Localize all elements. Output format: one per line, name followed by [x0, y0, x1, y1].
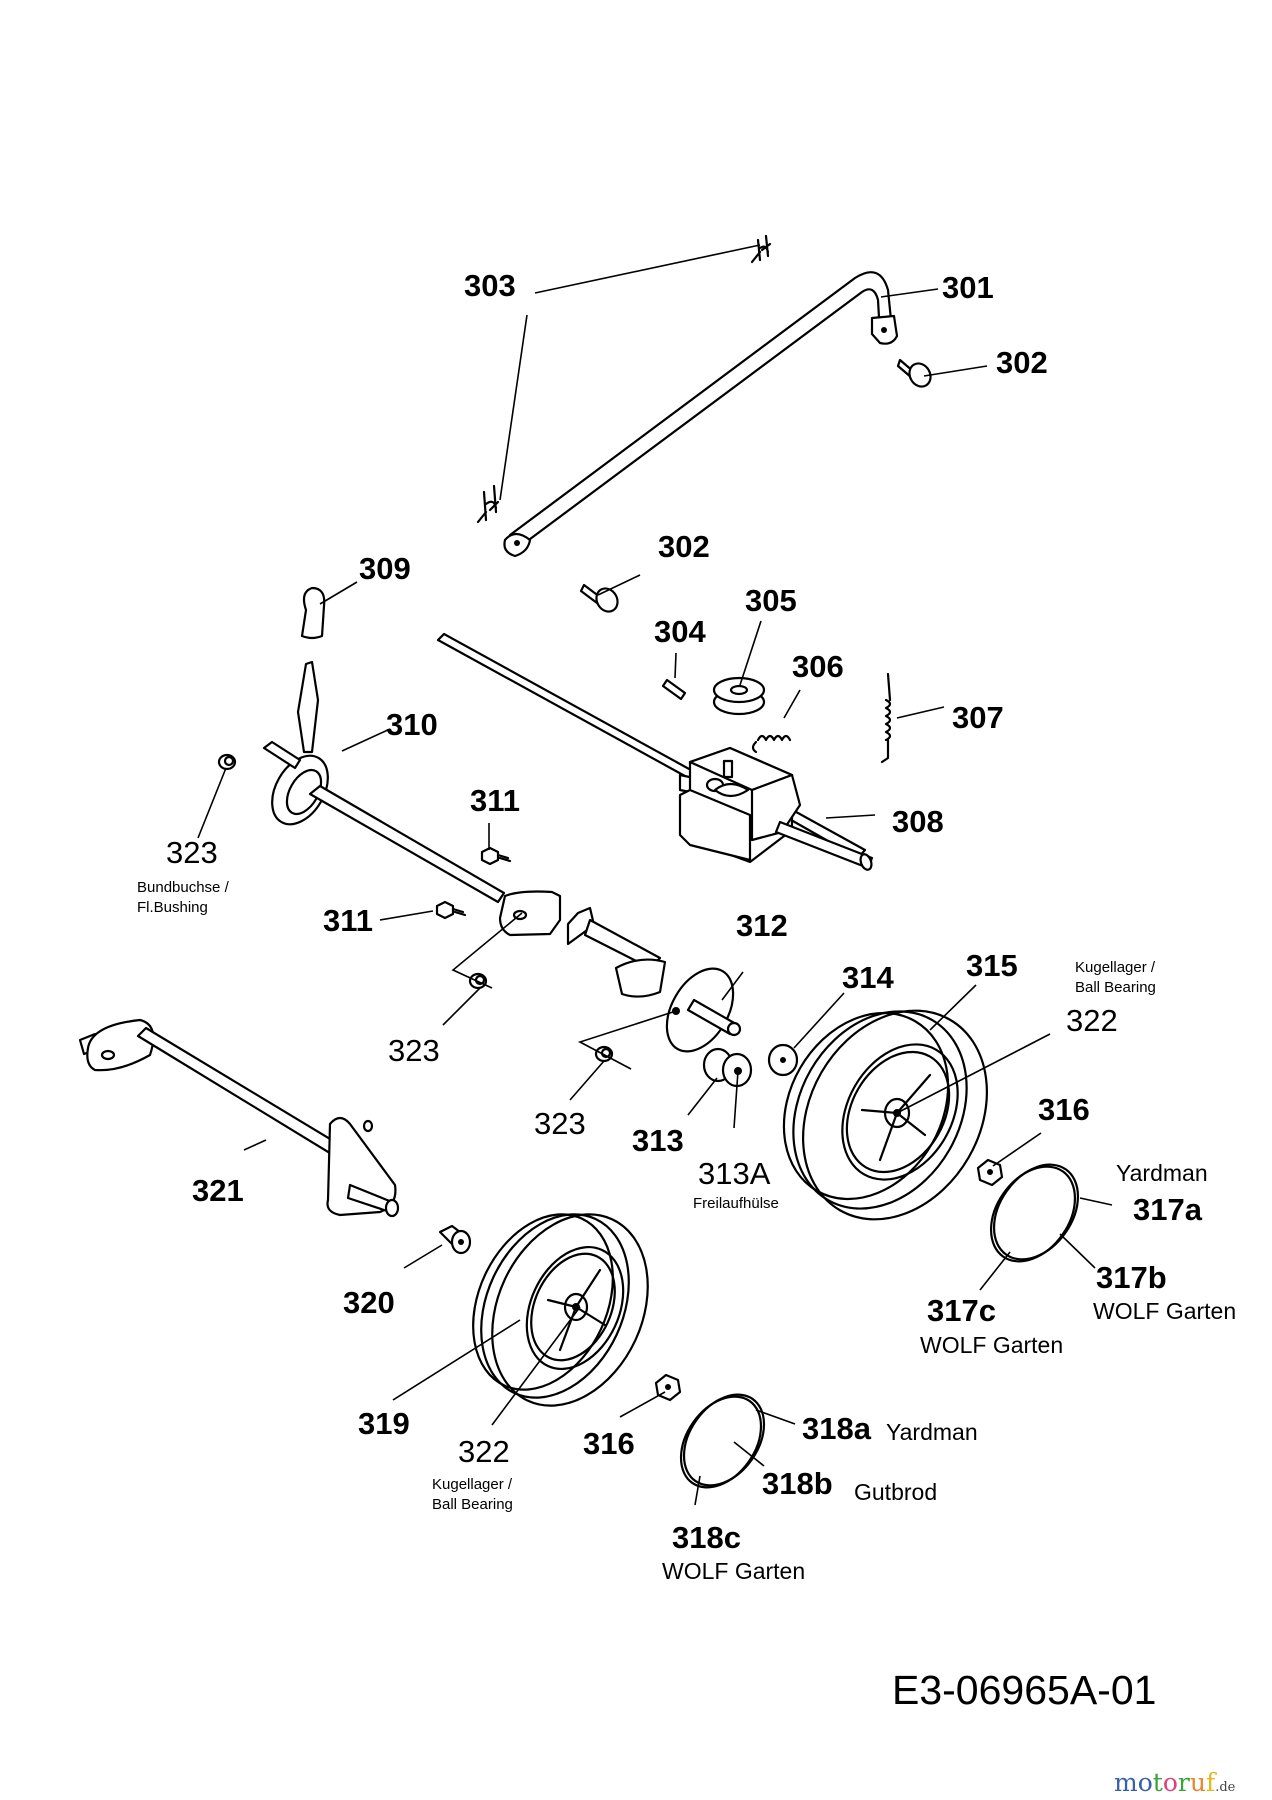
label-319: 319 — [358, 1406, 410, 1441]
label-308: 308 — [892, 804, 944, 839]
label-316-left: 316 — [583, 1426, 635, 1461]
part-320-spacer — [438, 1224, 472, 1255]
part-316-nut-left — [654, 1373, 682, 1402]
brand-318c: WOLF Garten — [662, 1558, 806, 1584]
watermark-tld: .de — [1215, 1780, 1236, 1795]
label-307: 307 — [952, 700, 1004, 735]
label-323-c: 323 — [534, 1106, 586, 1141]
brand-317c: WOLF Garten — [920, 1332, 1064, 1358]
part-316-nut-right — [976, 1158, 1004, 1187]
label-303: 303 — [464, 268, 516, 303]
watermark-letter: m — [1114, 1768, 1138, 1797]
part-319-wheel — [472, 1213, 649, 1407]
part-311-bolt-upper — [480, 846, 512, 866]
label-309: 309 — [359, 551, 411, 586]
part-305-pulley — [712, 676, 766, 716]
label-311-lower: 311 — [323, 903, 374, 938]
label-302-top: 302 — [996, 345, 1048, 380]
part-303-clip-bottom — [476, 484, 500, 524]
label-305: 305 — [745, 583, 797, 618]
note-322-top-line1: Kugellager / — [1075, 959, 1156, 976]
label-323-b: 323 — [388, 1033, 440, 1068]
part-317-hubcap — [989, 1163, 1080, 1263]
part-314-washer — [767, 1043, 799, 1077]
part-303-clip-top — [750, 234, 772, 264]
label-323-a: 323 — [166, 835, 218, 870]
note-323-line1: Bundbuchse / — [137, 879, 229, 896]
label-301: 301 — [942, 270, 994, 305]
label-317a: 317a — [1133, 1192, 1202, 1227]
label-315: 315 — [966, 948, 1018, 983]
part-310-lever-disc — [262, 660, 506, 904]
note-313A: Freilaufhülse — [693, 1195, 779, 1212]
part-304-pin — [661, 678, 687, 701]
brand-318a: Yardman — [886, 1419, 978, 1445]
part-311-bolt-lower — [435, 900, 467, 920]
brand-317a: Yardman — [1116, 1160, 1208, 1186]
brand-317b: WOLF Garten — [1093, 1298, 1237, 1324]
label-304: 304 — [654, 614, 706, 649]
watermark-logo: motoruf.de — [1114, 1768, 1235, 1797]
label-310: 310 — [386, 707, 438, 742]
label-316-right: 316 — [1038, 1092, 1090, 1127]
leader-lines — [197, 244, 1113, 1506]
part-301-lever-bar — [503, 271, 899, 558]
label-302-mid: 302 — [658, 529, 710, 564]
part-308-gearbox — [436, 632, 874, 871]
watermark-letter: r — [1177, 1768, 1190, 1797]
label-320: 320 — [343, 1285, 395, 1320]
watermark-letter: f — [1205, 1768, 1216, 1797]
label-318c: 318c — [672, 1520, 741, 1555]
part-315-wheel — [782, 1009, 988, 1221]
note-322-bottom-line1: Kugellager / — [432, 1476, 513, 1493]
note-322-bottom-line2: Ball Bearing — [432, 1496, 513, 1513]
part-306-spring — [751, 734, 792, 754]
label-322-top: 322 — [1066, 1003, 1118, 1038]
label-318b: 318b — [762, 1466, 833, 1501]
part-309-knob — [300, 586, 326, 640]
part-323-bushing-a — [217, 753, 237, 771]
label-313: 313 — [632, 1123, 684, 1158]
drawing-code: E3-06965A-01 — [892, 1667, 1157, 1713]
watermark-letter: u — [1189, 1768, 1206, 1797]
watermark-letter: o — [1162, 1768, 1178, 1797]
label-322-bottom: 322 — [458, 1434, 510, 1469]
label-314: 314 — [842, 960, 894, 995]
part-313-gear — [702, 1047, 753, 1088]
label-317c: 317c — [927, 1293, 996, 1328]
part-318-hubcap — [679, 1393, 766, 1489]
part-302-pin-mid — [579, 583, 619, 613]
watermark-letter: t — [1152, 1768, 1163, 1797]
label-317b: 317b — [1096, 1260, 1167, 1295]
watermark-letter: o — [1137, 1768, 1153, 1797]
part-mounting-plate — [498, 890, 562, 937]
note-323-line2: Fl.Bushing — [137, 899, 208, 916]
note-322-top-line2: Ball Bearing — [1075, 979, 1156, 996]
part-307-spring — [880, 672, 892, 764]
label-321: 321 — [192, 1173, 244, 1208]
part-312-drive-arm — [566, 906, 742, 1053]
label-318a: 318a — [802, 1411, 871, 1446]
brand-318b: Gutbrod — [854, 1479, 938, 1505]
label-313A: 313A — [698, 1156, 771, 1191]
part-302-pin-top — [896, 358, 932, 388]
label-311-upper: 311 — [470, 783, 521, 818]
label-312: 312 — [736, 908, 788, 943]
part-321-axle — [78, 1018, 400, 1218]
label-306: 306 — [792, 649, 844, 684]
